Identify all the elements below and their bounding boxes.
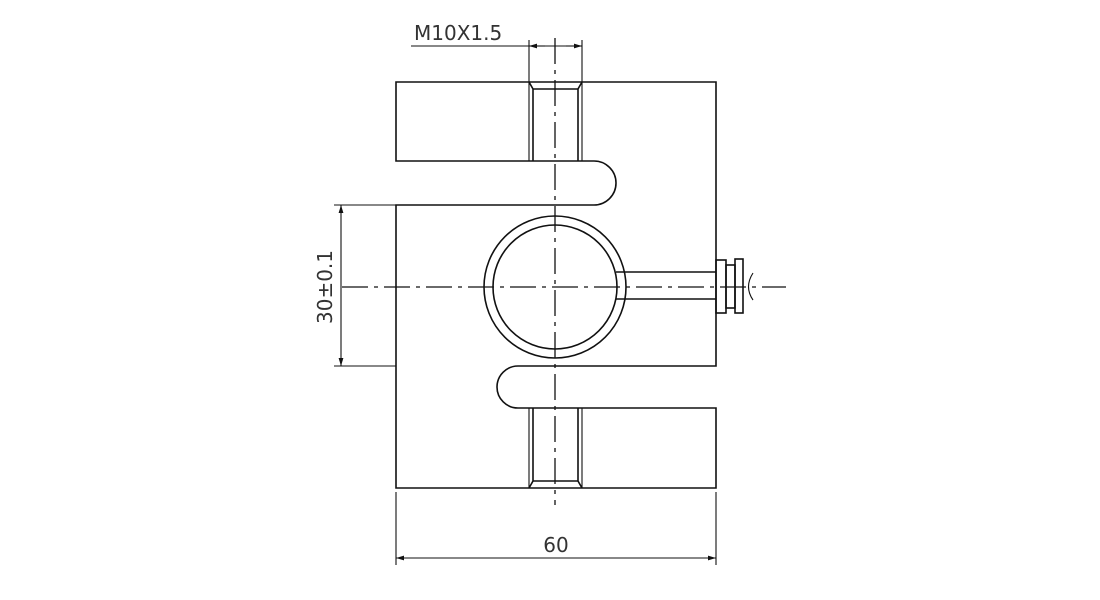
load-cell-body (395, 81, 717, 489)
thread-dimension (411, 40, 583, 82)
width-dimension (395, 492, 717, 565)
width-dimension-label: 60 (543, 533, 568, 557)
cable-connector (616, 258, 754, 314)
height-dimension-label: 30±0.1 (313, 250, 337, 324)
height-dimension (334, 204, 396, 367)
bottom-threaded-hole (528, 408, 583, 489)
thread-label: M10X1.5 (414, 21, 502, 45)
